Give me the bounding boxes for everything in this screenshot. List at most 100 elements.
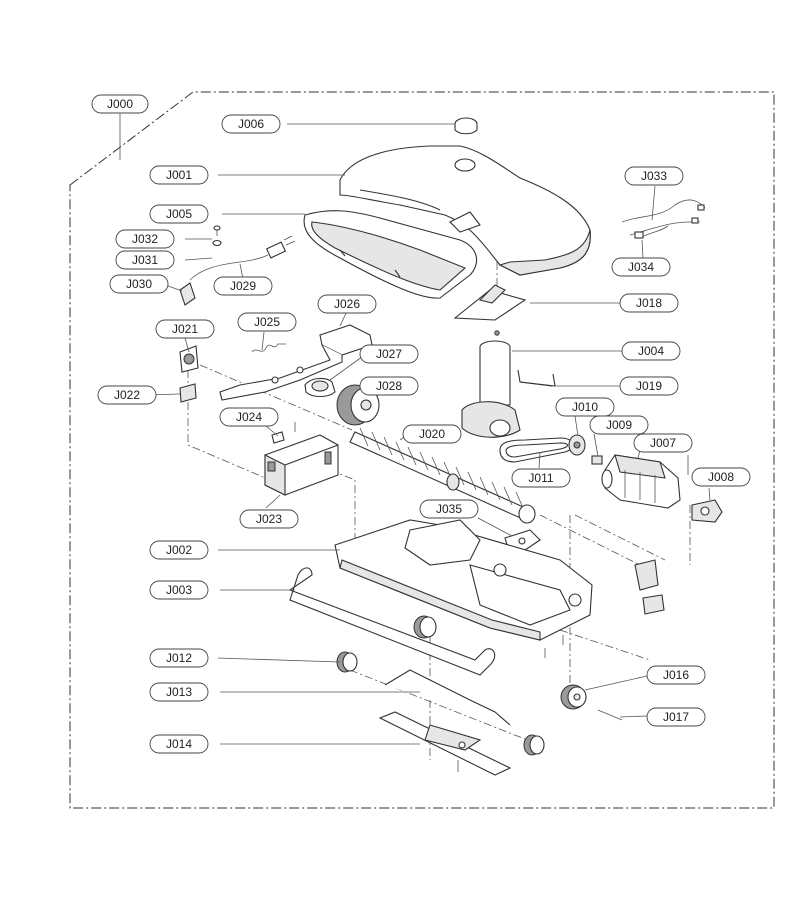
part-j025-spring: [251, 343, 286, 353]
svg-text:J024: J024: [236, 410, 262, 424]
svg-text:J025: J025: [254, 315, 280, 329]
part-j030-clamp: [179, 282, 196, 306]
base-screws: [544, 635, 564, 658]
callout-j019: J019: [619, 376, 679, 396]
svg-text:J007: J007: [650, 436, 676, 450]
svg-text:J028: J028: [376, 379, 402, 393]
part-j003-bumper: [288, 567, 496, 676]
svg-text:J012: J012: [166, 651, 192, 665]
callout-j004: J004: [621, 341, 681, 361]
part-j005-front-cover: [303, 210, 478, 299]
svg-text:J032: J032: [132, 232, 158, 246]
svg-text:J006: J006: [238, 117, 264, 131]
svg-text:J031: J031: [132, 253, 158, 267]
svg-text:J000: J000: [107, 97, 133, 111]
part-j032-screw: [213, 225, 221, 236]
part-j010-pulley: [568, 434, 586, 456]
part-j035-bracket: [504, 529, 541, 551]
part-j017-axle: [597, 709, 623, 721]
svg-text:J013: J013: [166, 685, 192, 699]
part-j008-holder: [691, 499, 723, 523]
svg-text:J019: J019: [636, 379, 662, 393]
svg-text:J035: J035: [436, 502, 462, 516]
svg-text:J001: J001: [166, 168, 192, 182]
callout-j031: J031: [115, 250, 175, 270]
callout-j027: J027: [359, 344, 419, 364]
svg-text:J011: J011: [528, 471, 553, 485]
part-j016-wheel: [560, 684, 587, 710]
svg-text:J004: J004: [638, 344, 664, 358]
callout-j034: J034: [611, 257, 671, 277]
part-j022-plate: [179, 383, 197, 403]
part-j018-bracket: [453, 284, 527, 336]
part-j023-bracket: [264, 434, 339, 496]
callout-j005: J005: [149, 204, 209, 224]
part-side-bracket: [634, 559, 665, 615]
callout-j000: J000: [91, 94, 149, 114]
svg-text:J030: J030: [126, 277, 152, 291]
callout-j026: J026: [317, 294, 377, 314]
callout-j035: J035: [419, 499, 479, 519]
callout-j018: J018: [619, 293, 679, 313]
leader-lines: [119, 113, 711, 745]
callout-j002: J002: [149, 540, 209, 560]
callout-j022: J022: [97, 385, 157, 405]
svg-text:J003: J003: [166, 583, 192, 597]
callout-j024: J024: [219, 407, 279, 427]
svg-text:J021: J021: [172, 322, 198, 336]
callout-j010: J010: [555, 397, 615, 417]
svg-text:J022: J022: [114, 388, 140, 402]
callout-j025: J025: [237, 312, 297, 332]
svg-text:J029: J029: [230, 279, 256, 293]
svg-text:J033: J033: [641, 169, 667, 183]
callout-j016: J016: [646, 665, 706, 685]
callout-j017: J017: [646, 707, 706, 727]
svg-text:J005: J005: [166, 207, 192, 221]
part-j001-top-cover: [339, 145, 591, 276]
svg-text:J018: J018: [636, 296, 662, 310]
callout-j032: J032: [115, 229, 175, 249]
part-j012-roller: [336, 651, 545, 756]
callout-j013: J013: [149, 682, 209, 702]
callout-j029: J029: [213, 276, 273, 296]
svg-text:J016: J016: [663, 668, 689, 682]
svg-text:J009: J009: [606, 418, 632, 432]
part-j009-coupling: [591, 455, 603, 465]
callout-j033: J033: [624, 166, 684, 186]
part-j027-link: [304, 377, 336, 398]
part-j021-pivot: [179, 345, 199, 373]
callout-j020: J020: [402, 424, 462, 444]
part-j031-washer: [212, 239, 222, 247]
svg-text:J020: J020: [419, 427, 445, 441]
part-j013-rod: [384, 669, 511, 726]
svg-text:J017: J017: [663, 710, 689, 724]
callout-j003: J003: [149, 580, 209, 600]
svg-text:J002: J002: [166, 543, 192, 557]
callout-j012: J012: [149, 648, 209, 668]
part-j024-screw: [271, 422, 296, 444]
part-j014-plate: [378, 711, 512, 776]
callout-j001: J001: [149, 165, 209, 185]
part-j020-brushroll: [349, 427, 536, 524]
callout-j011: J011: [511, 468, 571, 488]
part-j007-motor: [601, 454, 689, 509]
part-j006-cap: [454, 117, 478, 135]
svg-text:J014: J014: [166, 737, 192, 751]
callout-j008: J008: [691, 467, 751, 487]
part-j019-clip: [517, 369, 556, 387]
svg-text:J023: J023: [256, 512, 282, 526]
svg-text:J008: J008: [708, 470, 734, 484]
callout-j014: J014: [149, 734, 209, 754]
callout-j021: J021: [155, 319, 215, 339]
part-j029-cord: [189, 235, 296, 281]
svg-text:J010: J010: [572, 400, 598, 414]
part-j033-j034-wires: [621, 199, 706, 239]
part-j004-tube: [461, 340, 521, 438]
svg-text:J034: J034: [628, 260, 654, 274]
callout-j007: J007: [633, 433, 693, 453]
callout-j023: J023: [239, 509, 299, 529]
svg-text:J027: J027: [376, 347, 402, 361]
callout-j030: J030: [109, 274, 169, 294]
svg-text:J026: J026: [334, 297, 360, 311]
